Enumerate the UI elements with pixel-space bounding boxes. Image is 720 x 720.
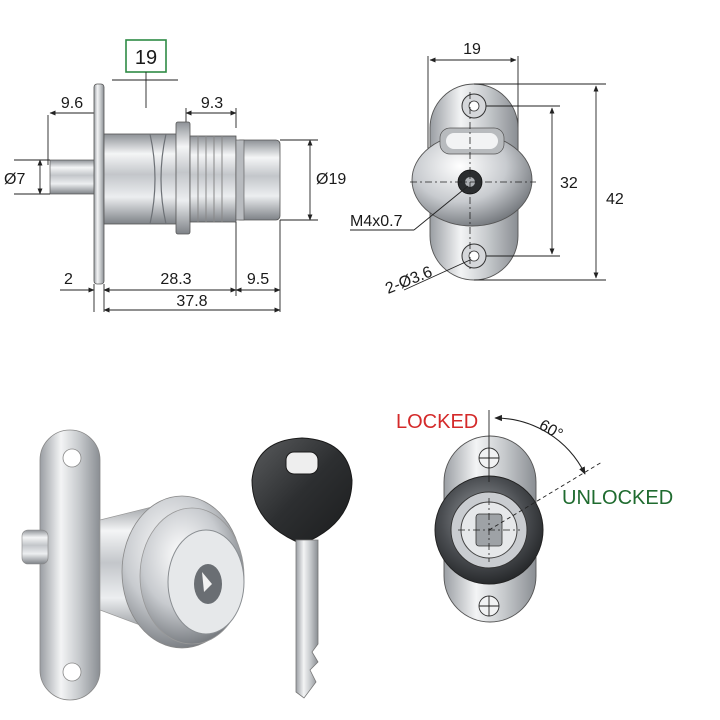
dim-screw-thread: M4x0.7 [350, 213, 403, 230]
dim-total-length: 37.8 [176, 293, 207, 310]
part-number-label: 19 [135, 47, 157, 69]
key-head [251, 437, 353, 545]
key-render [251, 437, 353, 699]
angle-label: 60° [536, 417, 565, 444]
dim-front-width: 19 [463, 41, 481, 58]
lock-shaft [49, 159, 99, 195]
rotation-view: LOCKED UNLOCKED 60° [396, 410, 673, 623]
dim-body-diameter: Ø19 [316, 171, 346, 188]
dim-plunger-travel: 9.5 [247, 271, 269, 288]
dim-hole-spacing: 32 [560, 175, 578, 192]
side-view-drawing: 19 9.6 9.3 Ø7 [4, 39, 346, 313]
front-view-drawing: 19 32 42 M4x0.7 2-Ø3.6 [350, 41, 624, 298]
lock-3d-render [21, 429, 245, 701]
rotation-angle-arc [494, 414, 586, 475]
unlocked-label: UNLOCKED [562, 487, 673, 509]
dim-9-3: 9.3 [201, 95, 223, 112]
locked-label: LOCKED [396, 411, 478, 433]
dim-body-length: 28.3 [160, 271, 191, 288]
lock-body [103, 133, 185, 225]
lock-cylinder [189, 135, 237, 223]
mounting-flange [93, 83, 105, 285]
dim-shaft-diameter: Ø7 [4, 171, 25, 188]
dim-9-6: 9.6 [61, 95, 83, 112]
dim-flange-thickness: 2 [64, 271, 73, 288]
dim-front-height: 42 [606, 191, 624, 208]
dim-mount-holes: 2-Ø3.6 [383, 264, 435, 298]
